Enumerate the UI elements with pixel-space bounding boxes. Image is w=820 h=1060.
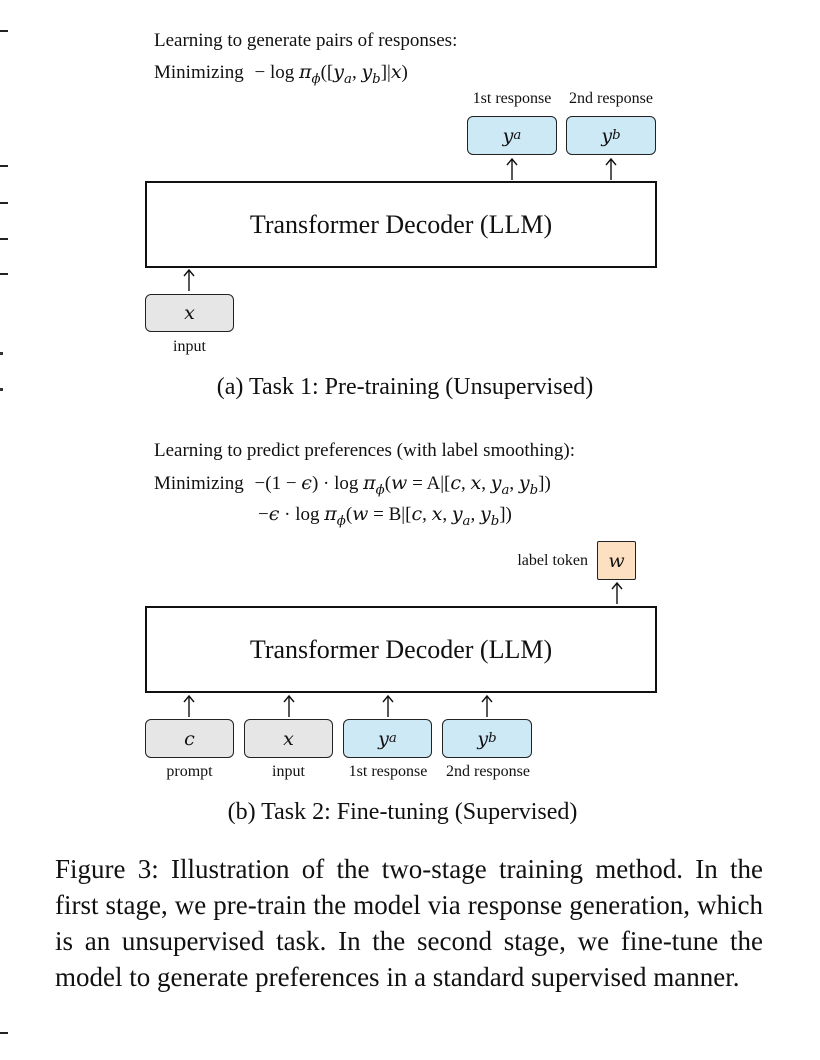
task2-objective-prefix: Minimizing xyxy=(154,473,244,494)
margin-mark xyxy=(0,165,8,167)
task1-objective-prefix: Minimizing xyxy=(154,62,244,83)
task2-decoder-box: Transformer Decoder (LLM) xyxy=(145,606,657,693)
task2-objective-title: Learning to predict preferences (with la… xyxy=(154,440,576,461)
task2-token-c: c xyxy=(145,719,234,758)
arrow-up-icon xyxy=(506,157,518,180)
task1-decoder-box: Transformer Decoder (LLM) xyxy=(145,181,657,268)
task1-label-input: input xyxy=(173,338,206,355)
figure-caption: Figure 3: Illustration of the two-stage … xyxy=(55,854,763,992)
margin-mark xyxy=(0,1032,8,1034)
task2-objective-formula-line2: −ϵ · log πϕ(w = B|[c, x, ya, yb]) xyxy=(258,503,512,529)
task2-label-token: label token xyxy=(517,552,588,569)
task2-label-input: input xyxy=(272,763,305,780)
arrow-up-icon xyxy=(382,694,394,717)
arrow-up-icon xyxy=(183,268,195,291)
task2-label-prompt: prompt xyxy=(166,763,213,780)
margin-mark xyxy=(0,30,8,32)
task1-label-first-response: 1st response xyxy=(472,90,552,107)
margin-mark xyxy=(0,238,8,240)
margin-mark xyxy=(0,388,3,391)
task2-token-x: x xyxy=(244,719,333,758)
arrow-up-icon xyxy=(605,157,617,180)
arrow-up-icon xyxy=(183,694,195,717)
arrow-up-icon xyxy=(283,694,295,717)
task1-decoder-label: Transformer Decoder (LLM) xyxy=(249,209,553,239)
task1-objective-title: Learning to generate pairs of responses: xyxy=(154,30,458,51)
margin-mark xyxy=(0,273,8,275)
task2-label-first-response: 1st response xyxy=(348,763,428,780)
margin-mark xyxy=(0,202,8,204)
task2-caption: (b) Task 2: Fine-tuning (Supervised) xyxy=(227,799,578,825)
task2-objective-formula-line1: Minimizing −(1 − ϵ) · log πϕ(w = A|[c, x… xyxy=(154,472,551,498)
arrow-up-icon xyxy=(611,581,623,604)
margin-mark xyxy=(0,352,3,355)
task1-objective-formula: Minimizing − log πϕ([ya, yb]|x) xyxy=(154,61,408,87)
arrow-up-icon xyxy=(481,694,493,717)
task2-decoder-label: Transformer Decoder (LLM) xyxy=(249,634,553,664)
task1-caption: (a) Task 1: Pre-training (Unsupervised) xyxy=(216,374,594,400)
task1-token-x: x xyxy=(145,294,234,332)
task2-token-w: w xyxy=(597,541,636,580)
task2-label-second-response: 2nd response xyxy=(446,763,530,780)
task1-label-second-response: 2nd response xyxy=(569,90,653,107)
